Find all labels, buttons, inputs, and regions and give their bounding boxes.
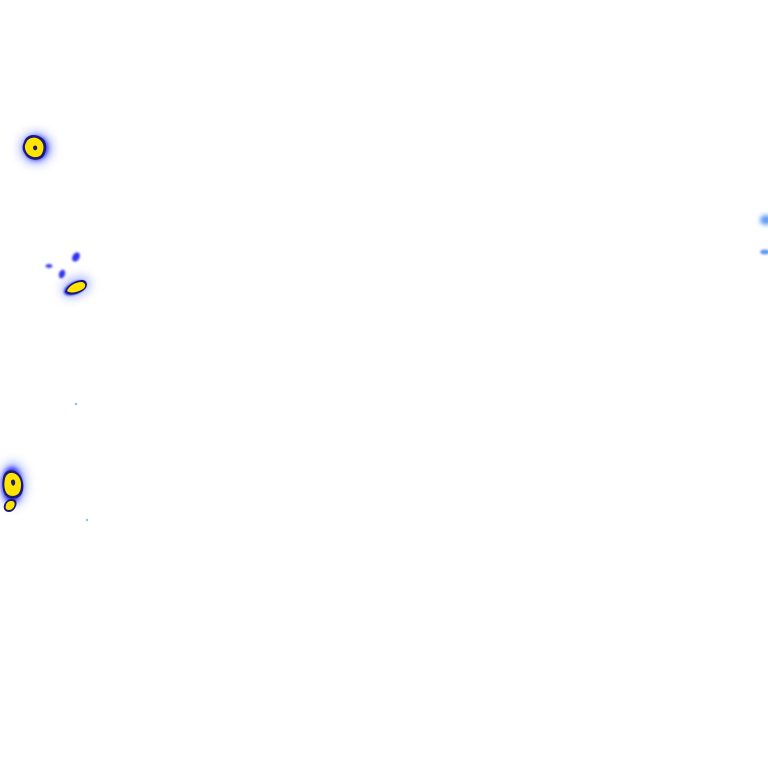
cell-east-edge-b — [760, 249, 768, 255]
speck-a — [74, 402, 78, 406]
cell-west-small-c — [45, 264, 53, 268]
speck-b — [85, 518, 89, 522]
cell-northwest — [20, 132, 52, 164]
cell-west-central — [61, 276, 91, 298]
cell-east-edge-a — [760, 215, 768, 225]
cell-southwest-edge — [0, 462, 26, 512]
cell-west-small-a — [72, 252, 80, 262]
cell-west-small-b — [58, 269, 66, 279]
